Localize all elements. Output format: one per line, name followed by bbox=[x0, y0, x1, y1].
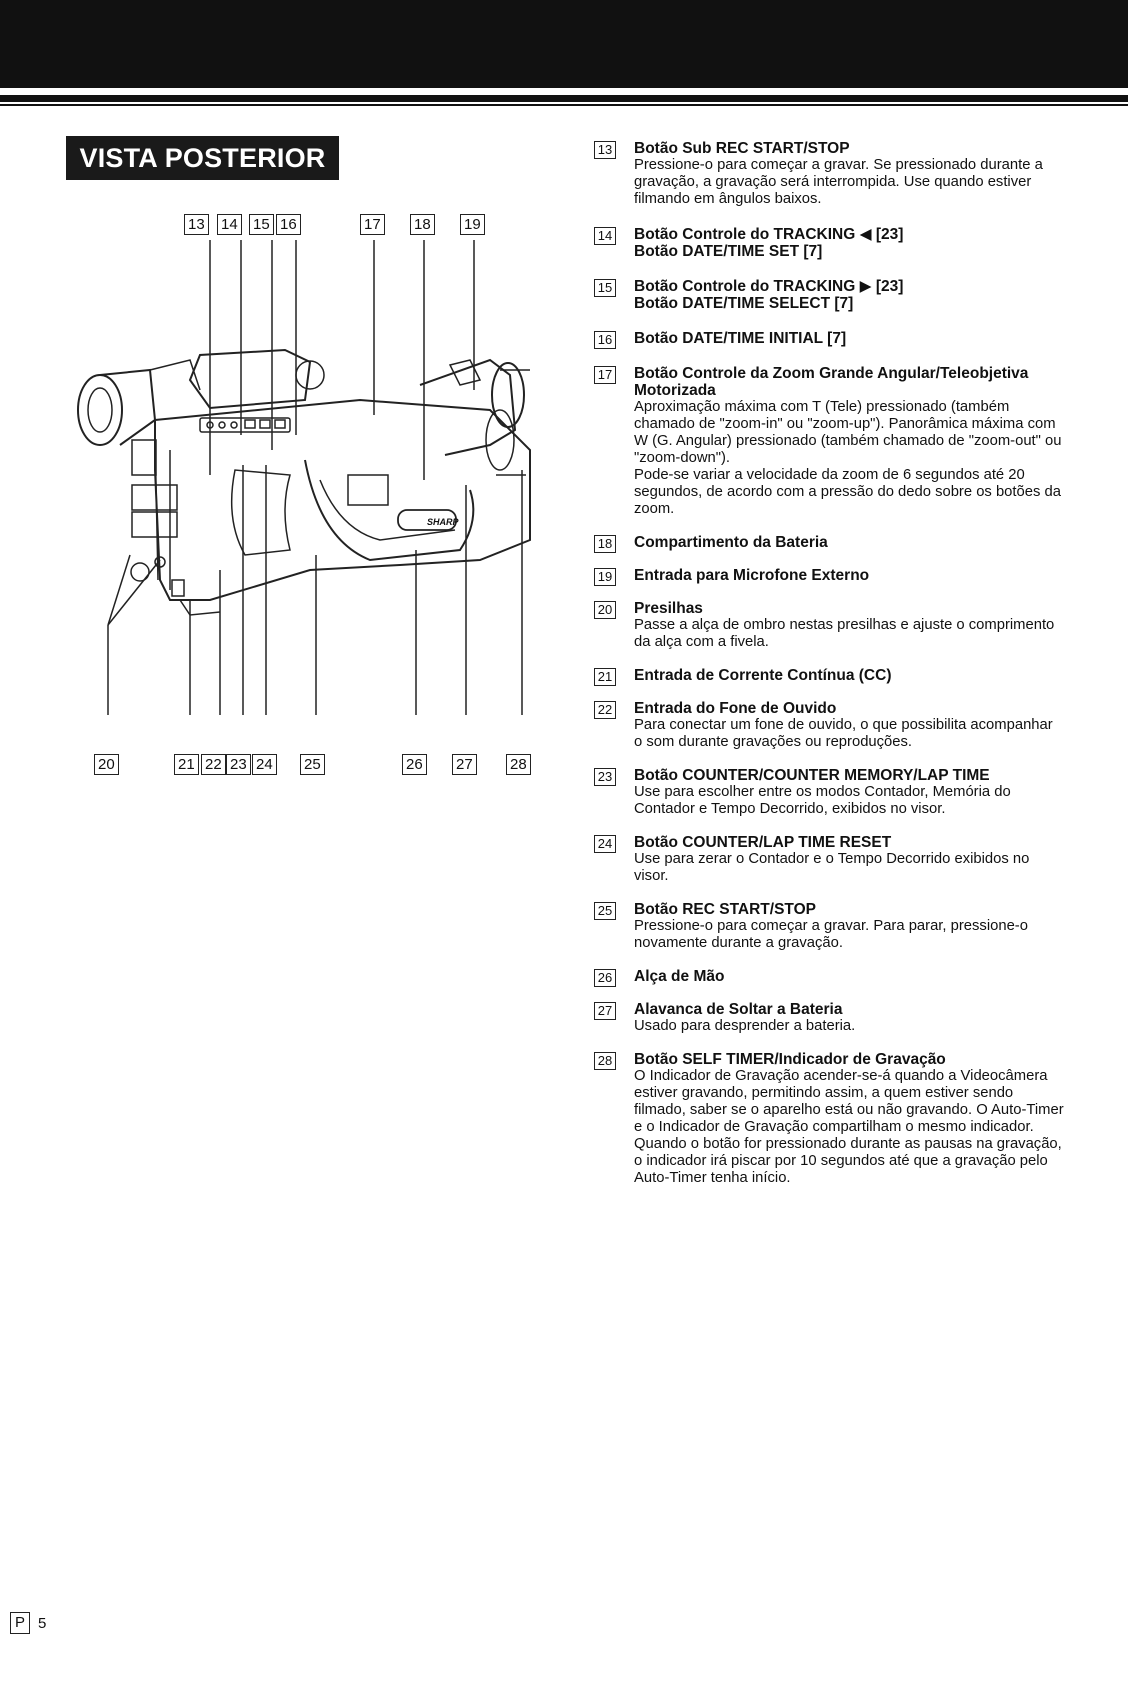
camcorder-illustration: SHARP bbox=[77, 240, 531, 715]
item-description: Para conectar um fone de ouvido, o que p… bbox=[634, 717, 1053, 750]
parts-list: 13 Botão Sub REC START/STOP Pressione-o … bbox=[594, 140, 1064, 1203]
callout-23: 23 bbox=[226, 754, 251, 775]
list-item: 20 Presilhas Passe a alça de ombro nesta… bbox=[594, 600, 1064, 651]
item-heading: Presilhas bbox=[634, 600, 703, 617]
item-heading: Botão Controle da Zoom Grande Angular/Te… bbox=[634, 365, 1029, 399]
item-heading: Botão Controle do TRACKING ◀ [23] Botão … bbox=[634, 226, 904, 260]
item-number: 24 bbox=[594, 835, 616, 853]
item-description: Pressione-o para começar a gravar. Se pr… bbox=[634, 157, 1043, 207]
callout-28: 28 bbox=[506, 754, 531, 775]
item-heading: Entrada para Microfone Externo bbox=[634, 567, 870, 584]
item-number: 28 bbox=[594, 1052, 616, 1070]
list-item: 28 Botão SELF TIMER/Indicador de Gravaçã… bbox=[594, 1051, 1064, 1187]
callout-24: 24 bbox=[252, 754, 277, 775]
item-number: 17 bbox=[594, 366, 616, 384]
top-rule bbox=[0, 95, 1128, 102]
callout-18: 18 bbox=[410, 214, 435, 235]
item-number: 19 bbox=[594, 568, 616, 586]
item-number: 21 bbox=[594, 668, 616, 686]
list-item: 16 Botão DATE/TIME INITIAL [7] bbox=[594, 330, 1064, 349]
callout-21: 21 bbox=[174, 754, 199, 775]
list-item: 27 Alavanca de Soltar a Bateria Usado pa… bbox=[594, 1001, 1064, 1035]
item-number: 26 bbox=[594, 969, 616, 987]
top-rule-thin bbox=[0, 104, 1128, 106]
item-number: 25 bbox=[594, 902, 616, 920]
item-number: 14 bbox=[594, 227, 616, 245]
language-badge: P bbox=[10, 1612, 31, 1634]
item-heading: Botão SELF TIMER/Indicador de Gravação bbox=[634, 1051, 946, 1068]
callout-14: 14 bbox=[217, 214, 242, 235]
callout-22: 22 bbox=[201, 754, 226, 775]
item-description: O Indicador de Gravação acender-se-á qua… bbox=[634, 1068, 1064, 1186]
item-heading: Botão COUNTER/LAP TIME RESET bbox=[634, 834, 892, 851]
item-description: Use para zerar o Contador e o Tempo Deco… bbox=[634, 851, 1030, 884]
list-item: 24 Botão COUNTER/LAP TIME RESET Use para… bbox=[594, 834, 1064, 885]
list-item: 23 Botão COUNTER/COUNTER MEMORY/LAP TIME… bbox=[594, 767, 1064, 818]
callout-19: 19 bbox=[460, 214, 485, 235]
item-number: 22 bbox=[594, 701, 616, 719]
top-black-band bbox=[0, 0, 1128, 88]
list-item: 13 Botão Sub REC START/STOP Pressione-o … bbox=[594, 140, 1064, 208]
item-number: 20 bbox=[594, 601, 616, 619]
item-number: 23 bbox=[594, 768, 616, 786]
item-number: 16 bbox=[594, 331, 616, 349]
list-item: 22 Entrada do Fone de Ouvido Para conect… bbox=[594, 700, 1064, 751]
camcorder-diagram: SHARP 13 14 15 16 17 18 19 20 21 22 23 2… bbox=[60, 214, 580, 800]
callout-15: 15 bbox=[249, 214, 274, 235]
item-description: Aproximação máxima com T (Tele) pression… bbox=[634, 399, 1062, 517]
item-description: Passe a alça de ombro nestas presilhas e… bbox=[634, 617, 1055, 650]
item-number: 15 bbox=[594, 279, 616, 297]
list-item: 25 Botão REC START/STOP Pressione-o para… bbox=[594, 901, 1064, 952]
list-item: 18 Compartimento da Bateria bbox=[594, 534, 1064, 553]
callout-13: 13 bbox=[184, 214, 209, 235]
callout-27: 27 bbox=[452, 754, 477, 775]
item-number: 27 bbox=[594, 1002, 616, 1020]
item-description: Pressione-o para começar a gravar. Para … bbox=[634, 918, 1028, 951]
list-item: 26 Alça de Mão bbox=[594, 968, 1064, 987]
brand-label: SHARP bbox=[427, 517, 460, 527]
list-item: 17 Botão Controle da Zoom Grande Angular… bbox=[594, 365, 1064, 518]
item-heading: Botão COUNTER/COUNTER MEMORY/LAP TIME bbox=[634, 767, 990, 784]
item-heading: Botão DATE/TIME INITIAL [7] bbox=[634, 330, 847, 347]
item-description: Use para escolher entre os modos Contado… bbox=[634, 784, 1011, 817]
callout-17: 17 bbox=[360, 214, 385, 235]
list-item: 15 Botão Controle do TRACKING ▶ [23] Bot… bbox=[594, 278, 1064, 312]
item-description: Usado para desprender a bateria. bbox=[634, 1018, 856, 1034]
page-footer: P 5 bbox=[10, 1612, 46, 1634]
item-heading: Botão Controle do TRACKING ▶ [23] Botão … bbox=[634, 278, 904, 312]
list-item: 21 Entrada de Corrente Contínua (CC) bbox=[594, 667, 1064, 686]
item-heading: Alça de Mão bbox=[634, 968, 725, 985]
item-heading: Entrada de Corrente Contínua (CC) bbox=[634, 667, 892, 684]
list-item: 19 Entrada para Microfone Externo bbox=[594, 567, 1064, 586]
item-number: 13 bbox=[594, 141, 616, 159]
section-title: VISTA POSTERIOR bbox=[66, 136, 339, 180]
item-heading: Botão REC START/STOP bbox=[634, 901, 816, 918]
callout-20: 20 bbox=[94, 754, 119, 775]
item-heading: Entrada do Fone de Ouvido bbox=[634, 700, 837, 717]
item-heading: Botão Sub REC START/STOP bbox=[634, 140, 850, 157]
item-heading: Compartimento da Bateria bbox=[634, 534, 828, 551]
list-item: 14 Botão Controle do TRACKING ◀ [23] Bot… bbox=[594, 226, 1064, 260]
item-number: 18 bbox=[594, 535, 616, 553]
callout-25: 25 bbox=[300, 754, 325, 775]
callout-26: 26 bbox=[402, 754, 427, 775]
page-number: 5 bbox=[38, 1614, 47, 1632]
callout-16: 16 bbox=[276, 214, 301, 235]
item-heading: Alavanca de Soltar a Bateria bbox=[634, 1001, 843, 1018]
